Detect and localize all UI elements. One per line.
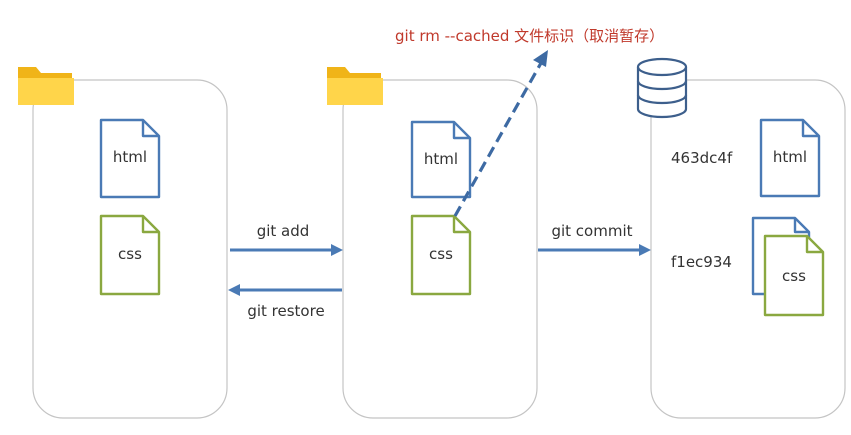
css-file-icon: css <box>763 234 825 317</box>
git-commit-label: git commit <box>551 222 632 240</box>
git-add-label: git add <box>257 222 310 240</box>
html-file-icon: html <box>759 118 821 198</box>
commit-hash: 463dc4f <box>671 149 733 167</box>
database-icon <box>636 57 688 119</box>
git-rm-cached-label: git rm --cached 文件标识（取消暂存） <box>395 27 664 45</box>
file-label: html <box>773 148 807 166</box>
git-restore-label: git restore <box>247 302 324 320</box>
html-file-icon: html <box>410 120 472 199</box>
git-rm-cached-arrow <box>453 50 548 217</box>
css-file-icon: css <box>410 214 472 296</box>
file-label: html <box>113 148 147 166</box>
file-label: css <box>118 245 142 263</box>
folder-icon <box>327 67 383 105</box>
css-file-icon: css <box>99 214 161 296</box>
commit-hash: f1ec934 <box>671 253 732 271</box>
git-restore-arrow <box>228 284 342 296</box>
html-file-icon: html <box>99 118 161 199</box>
file-label: html <box>424 150 458 168</box>
git-add-arrow <box>230 244 343 256</box>
git-commit-arrow <box>538 244 651 256</box>
folder-icon <box>18 67 74 105</box>
file-label: css <box>782 267 806 285</box>
file-label: css <box>429 245 453 263</box>
